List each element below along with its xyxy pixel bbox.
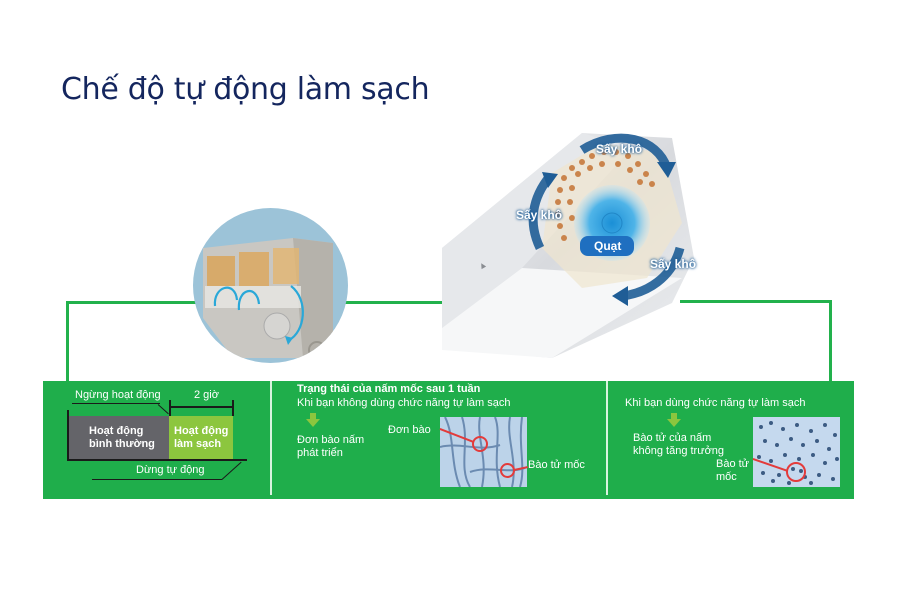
panel2-heading: Trạng thái của nấm mốc sau 1 tuần (297, 383, 481, 395)
bar-normal-line2: bình thường (89, 438, 155, 450)
down-arrow-icon (306, 413, 320, 427)
bar-normal-line1: Hoạt động (89, 425, 144, 437)
panel2-result-line1: Đơn bào nấm (297, 434, 365, 446)
duration-tick-right (232, 400, 234, 416)
duration-line (170, 406, 233, 408)
label-auto-stop: Dừng tự động (136, 464, 205, 476)
bar-clean-line2: làm sạch (174, 438, 222, 450)
duration-tick-left (169, 400, 171, 416)
timeline-start-tick (67, 410, 69, 460)
panel3-label-spore-line1: Bào tử (716, 458, 750, 470)
connector-right-horizontal (680, 300, 832, 303)
label-cell: Đơn bào (388, 424, 431, 436)
cell-marker-circle (472, 436, 488, 452)
ac-unit-illustration: ▲ (432, 128, 702, 368)
ac-cutaway-circle-illustration (193, 208, 348, 363)
divider-2 (606, 381, 608, 495)
spore-marker-circle (786, 462, 806, 482)
panel2-subheading: Khi bạn không dùng chức năng tự làm sạch (297, 397, 511, 409)
spore-marker-circle (500, 463, 515, 478)
bar-clean-line1: Hoạt động (174, 425, 229, 437)
bar-clean-operation: Hoạt động làm sạch (169, 416, 233, 459)
connector-mid-horizontal (345, 301, 465, 304)
connector-left-horizontal (66, 301, 196, 304)
label-dry-top: Sấy khô (596, 142, 643, 156)
label-spore: Bào tử mốc (528, 459, 585, 471)
down-arrow-icon (667, 413, 681, 427)
mold-hyphae-microscope-image (440, 417, 527, 487)
label-fan: Quạt (594, 239, 622, 253)
stop-leader-line (72, 403, 160, 405)
panel3-result-line1: Bào tử của nấm (633, 432, 712, 444)
page-title: Chế độ tự động làm sạch (61, 72, 430, 107)
panel2-result-line2: phát triển (297, 447, 343, 459)
panel3-label-spore-line2: mốc (716, 471, 737, 483)
label-stop-operation: Ngừng hoạt động (75, 389, 161, 401)
ac-cutaway-icon (203, 238, 333, 359)
label-duration: 2 giờ (194, 389, 219, 401)
label-dry-right: Sấy khô (650, 257, 697, 271)
panel3-result-line2: không tăng trưởng (633, 445, 725, 457)
svg-text:▲: ▲ (476, 259, 489, 272)
divider-1 (270, 381, 272, 495)
timeline-baseline (67, 459, 247, 461)
ac-unit-icon: ▲ (442, 133, 694, 358)
label-dry-left: Sấy khô (516, 208, 563, 222)
connector-right-vertical (829, 300, 832, 383)
auto-stop-leader-line (92, 479, 222, 481)
panel3-subheading: Khi bạn dùng chức năng tự làm sạch (625, 397, 806, 409)
bar-normal-operation: Hoạt động bình thường (69, 416, 169, 459)
connector-left-vertical (66, 301, 69, 383)
